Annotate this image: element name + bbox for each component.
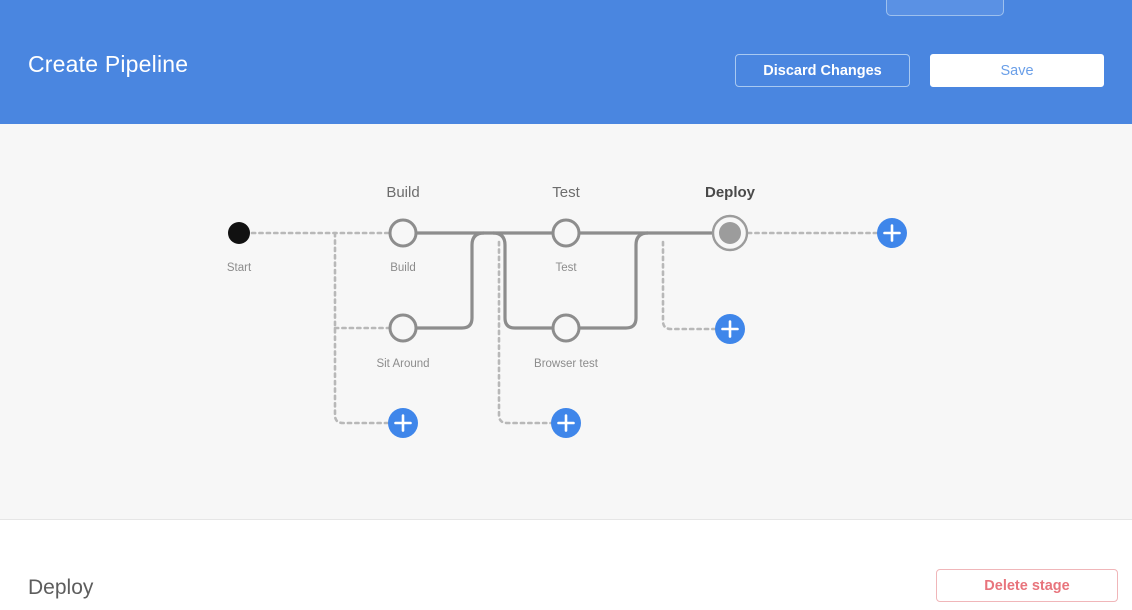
discard-changes-button[interactable]: Discard Changes <box>735 54 910 87</box>
page-title: Create Pipeline <box>28 51 189 77</box>
stage-detail-title: Deploy <box>28 576 94 599</box>
page-header: Create Pipeline Discard Changes Save <box>0 17 1132 124</box>
edge-build-out-bottom <box>416 231 485 330</box>
stage-title-test[interactable]: Test <box>552 184 580 201</box>
edge-deploy-branch-spine <box>661 240 719 331</box>
node-label-build: Build <box>390 262 416 274</box>
node-label-browser-test: Browser test <box>534 358 598 370</box>
node-sit-around[interactable] <box>388 313 418 343</box>
node-test[interactable] <box>551 218 581 248</box>
stage-detail-panel: Deploy Delete stage <box>0 521 1132 610</box>
edge-test-branch-spine <box>497 240 555 425</box>
add-stage-button-test[interactable] <box>551 408 581 438</box>
stage-title-build[interactable]: Build <box>386 184 420 201</box>
edge-test-fanout-bottom <box>492 231 553 330</box>
pipeline-canvas[interactable]: Build Test Deploy Start Build Sit Around… <box>0 124 1132 520</box>
edges-solid <box>416 231 713 330</box>
node-label-sit-around: Sit Around <box>376 358 430 370</box>
add-stage-button-build[interactable] <box>388 408 418 438</box>
node-start[interactable] <box>228 222 250 244</box>
node-build[interactable] <box>388 218 418 248</box>
delete-stage-button[interactable]: Delete stage <box>936 569 1118 602</box>
node-label-test: Test <box>555 262 577 274</box>
save-button[interactable]: Save <box>930 54 1104 87</box>
add-stage-button-deploy[interactable] <box>715 314 745 344</box>
add-stage-button-end[interactable] <box>877 218 907 248</box>
stage-title-deploy[interactable]: Deploy <box>704 184 756 201</box>
node-deploy[interactable] <box>719 222 741 244</box>
top-strip <box>0 0 1132 17</box>
node-browser-test[interactable] <box>551 313 581 343</box>
pipeline-graph <box>228 214 907 438</box>
edges-dotted <box>250 231 881 425</box>
node-label-start: Start <box>226 262 252 274</box>
edge-build-branch-spine <box>333 231 392 425</box>
edge-test-out-bottom <box>579 231 649 330</box>
partially-visible-top-button[interactable] <box>886 0 1004 16</box>
